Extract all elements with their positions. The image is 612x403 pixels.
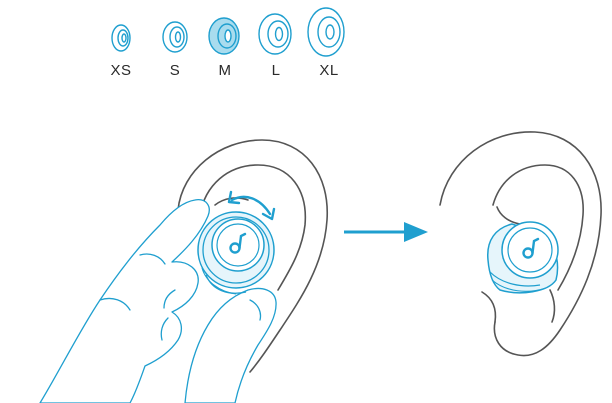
soundcore-logo-icon xyxy=(522,237,540,259)
right-arrow-icon xyxy=(344,222,428,242)
ear-tip-m-icon xyxy=(208,17,240,55)
ear-tips-row xyxy=(111,7,345,57)
left-earbud-illustration xyxy=(197,211,275,295)
ear-tip-l-icon xyxy=(258,13,292,55)
rotate-arrow-icon xyxy=(227,190,276,221)
ear-tip-label-xl: XL xyxy=(319,62,339,79)
right-earbud-illustration xyxy=(487,221,559,294)
left-hand-illustration xyxy=(39,199,277,403)
ear-tip-s-icon xyxy=(162,21,188,53)
ear-tip-label-xs: XS xyxy=(110,62,132,79)
ear-tip-xs-icon xyxy=(111,24,131,52)
right-ear-outline xyxy=(439,131,602,357)
soundcore-logo-icon xyxy=(229,232,247,254)
ear-tip-label-m: M xyxy=(218,62,232,79)
ear-tip-label-l: L xyxy=(271,62,281,79)
ear-tip-label-s: S xyxy=(169,62,181,79)
ear-tip-xl-icon xyxy=(307,7,345,57)
